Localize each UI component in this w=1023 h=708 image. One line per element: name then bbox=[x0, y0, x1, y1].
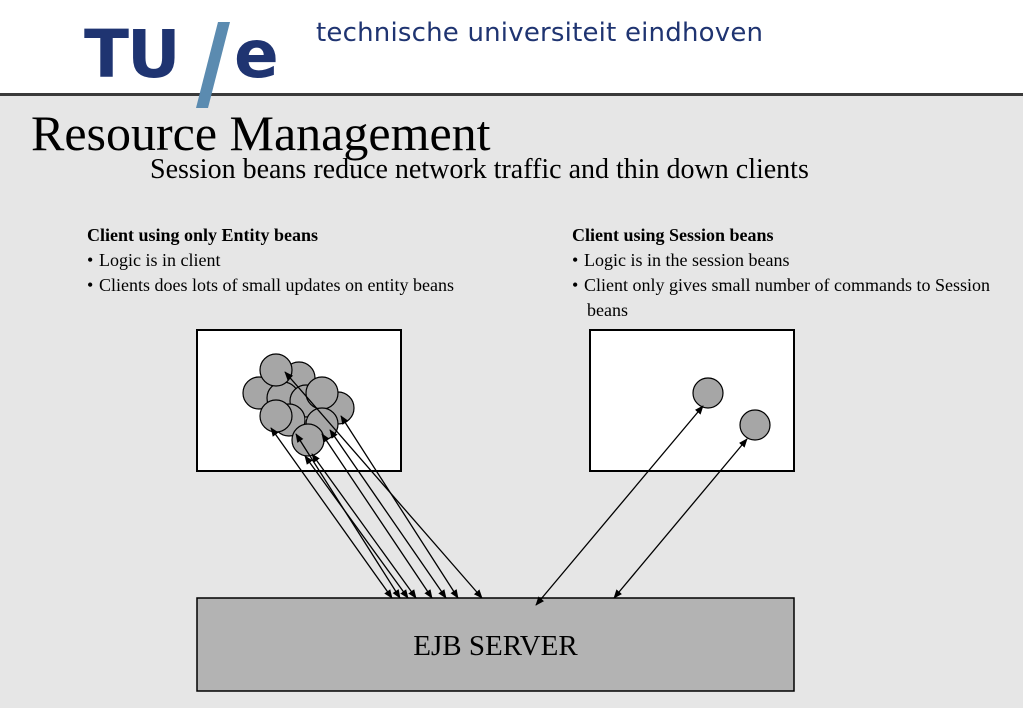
right-bullet-2: •Client only gives small number of comma… bbox=[572, 275, 990, 320]
session-bean bbox=[739, 409, 771, 441]
session-beans bbox=[692, 377, 771, 441]
slide-header: TU e technische universiteit eindhoven bbox=[0, 0, 1023, 108]
ejb-server-box bbox=[196, 597, 795, 692]
entity-bean bbox=[259, 353, 293, 387]
entity-bean-arrows bbox=[270, 371, 483, 599]
session-bean bbox=[692, 377, 724, 409]
tue-logo: TU e bbox=[84, 22, 294, 110]
slide-subtitle: Session beans reduce network traffic and… bbox=[150, 154, 809, 185]
entity-bean bbox=[259, 399, 293, 433]
ejb-server-label: EJB SERVER bbox=[413, 630, 578, 662]
entity-bean bbox=[305, 376, 339, 410]
logo-text-tu: TU bbox=[84, 16, 181, 93]
entity-bean bbox=[291, 423, 325, 457]
left-bullet-2: •Clients does lots of small updates on e… bbox=[87, 275, 454, 295]
right-column-heading: Client using Session beans bbox=[572, 225, 774, 245]
logo-text-e: e bbox=[234, 16, 279, 93]
session-bean-arrows bbox=[535, 405, 748, 606]
left-bullet-1: •Logic is in client bbox=[87, 250, 221, 270]
session-client-box bbox=[589, 329, 795, 472]
bidirectional-arrow bbox=[304, 455, 409, 599]
university-name: technische universiteit eindhoven bbox=[316, 18, 764, 48]
logo-slash-icon bbox=[196, 22, 230, 108]
bidirectional-arrow bbox=[613, 438, 748, 599]
right-column: Client using Session beans •Logic is in … bbox=[572, 223, 1012, 323]
bidirectional-arrow bbox=[311, 453, 417, 599]
left-column-heading: Client using only Entity beans bbox=[87, 225, 319, 245]
left-column: Client using only Entity beans •Logic is… bbox=[87, 223, 537, 298]
slide-title: Resource Management bbox=[31, 105, 491, 161]
bidirectional-arrow bbox=[270, 427, 393, 599]
right-bullet-1: •Logic is in the session beans bbox=[572, 250, 790, 270]
